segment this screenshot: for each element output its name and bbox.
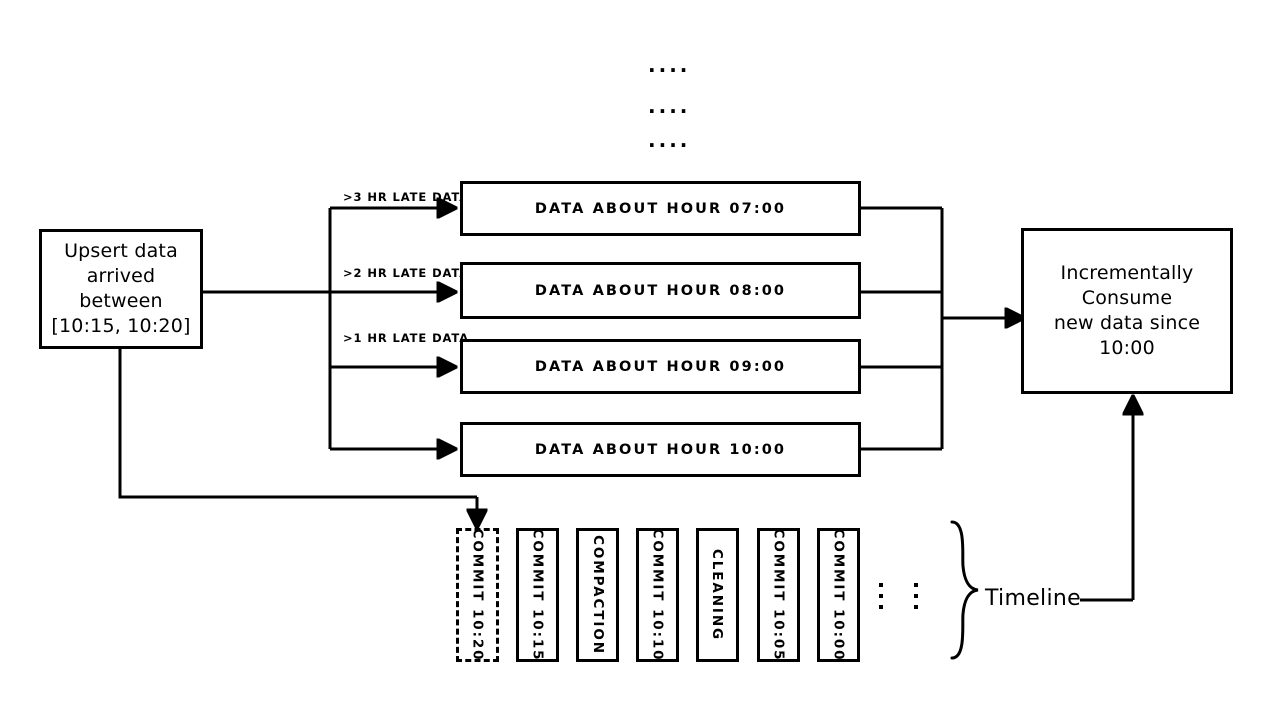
timeline-continuation-dots-2	[913, 583, 918, 609]
timeline-continuation-dots-1	[878, 583, 883, 609]
sink-line-2: new data since 10:00	[1053, 312, 1201, 360]
source-box-text: Upsert data arrived between [10:15, 10:2…	[42, 239, 200, 339]
timeline-entry-commit-1005-label: COMMIT 10:05	[770, 528, 787, 662]
dot	[878, 594, 883, 598]
ellipsis-top-3: ....	[648, 128, 691, 152]
hour-box-08[interactable]: DATA ABOUT HOUR 08:00	[460, 262, 861, 319]
source-line-2: arrived between	[79, 264, 163, 312]
edge-source-to-commit-path	[118, 349, 477, 499]
dot	[913, 583, 918, 587]
source-box[interactable]: Upsert data arrived between [10:15, 10:2…	[39, 229, 203, 349]
dot	[878, 583, 883, 587]
timeline-entry-cleaning[interactable]: CLEANING	[696, 528, 739, 662]
timeline-entry-commit-1020-label: COMMIT 10:20	[469, 528, 486, 662]
hour-box-07[interactable]: DATA ABOUT HOUR 07:00	[460, 181, 861, 236]
hour-box-09[interactable]: DATA ABOUT HOUR 09:00	[460, 339, 861, 394]
timeline-entry-commit-1010[interactable]: COMMIT 10:10	[636, 528, 679, 662]
timeline-brace	[950, 520, 979, 660]
timeline-entry-commit-1015[interactable]: COMMIT 10:15	[516, 528, 559, 662]
source-line-1: Upsert data	[64, 239, 178, 262]
timeline-entry-commit-1005[interactable]: COMMIT 10:05	[757, 528, 800, 662]
dot	[878, 605, 883, 609]
timeline-entry-commit-1015-label: COMMIT 10:15	[529, 528, 546, 662]
edge-label-late-3hr: >3 HR LATE DATA	[343, 190, 470, 204]
sink-box-text: Incrementally Consume new data since 10:…	[1024, 261, 1230, 361]
hour-box-10[interactable]: DATA ABOUT HOUR 10:00	[460, 422, 861, 477]
timeline-entry-cleaning-label: CLEANING	[709, 548, 726, 642]
timeline-entry-compaction[interactable]: COMPACTION	[576, 528, 619, 662]
timeline-caption: Timeline	[985, 586, 1081, 611]
sink-line-1: Incrementally Consume	[1060, 261, 1194, 309]
edge-label-late-2hr: >2 HR LATE DATA	[343, 266, 470, 280]
timeline-entry-commit-1000-label: COMMIT 10:00	[830, 528, 847, 662]
timeline-entry-compaction-label: COMPACTION	[589, 535, 606, 655]
dot	[913, 605, 918, 609]
hour-box-08-label: DATA ABOUT HOUR 08:00	[534, 282, 787, 299]
source-line-3: [10:15, 10:20]	[51, 315, 191, 338]
timeline-entry-commit-1010-label: COMMIT 10:10	[649, 528, 666, 662]
hour-box-10-label: DATA ABOUT HOUR 10:00	[534, 441, 787, 458]
dot	[913, 594, 918, 598]
hour-box-07-label: DATA ABOUT HOUR 07:00	[534, 200, 787, 217]
timeline-entry-commit-1020[interactable]: COMMIT 10:20	[456, 528, 499, 662]
sink-box[interactable]: Incrementally Consume new data since 10:…	[1021, 228, 1233, 394]
ellipsis-top-1: ....	[648, 53, 691, 77]
timeline-entry-commit-1000[interactable]: COMMIT 10:00	[817, 528, 860, 662]
hour-box-09-label: DATA ABOUT HOUR 09:00	[534, 358, 787, 375]
edge-label-late-1hr: >1 HR LATE DATA	[343, 331, 470, 345]
ellipsis-top-2: ....	[648, 94, 691, 118]
